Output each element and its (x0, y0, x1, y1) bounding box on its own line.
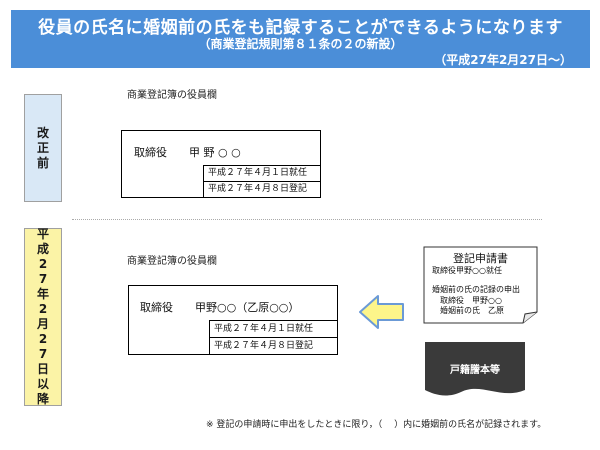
footnote: ※ 登記の申請時に申出をしたときに限り，（ ）内に婚姻前の氏名が記録されます。 (206, 420, 547, 430)
after-register-box: 取締役 甲野○○（乙原○○） 平成２７年４月１日就任 平成２７年４月８日登記 (128, 285, 338, 355)
effective-date: （平成27年2月27日～） (434, 53, 572, 67)
application-line: 婚姻前の氏の記録の申出 (432, 285, 520, 294)
koseki-document-icon (425, 342, 525, 396)
after-entry-registered: 平成２７年４月８日登記 (209, 337, 337, 354)
title-banner: 役員の氏名に婚姻前の氏をも記録することができるようになります （商業登記規則第８… (11, 10, 590, 68)
after-label: 平成27年2月27日以降 (36, 227, 49, 406)
koseki-label: 戸籍謄本等 (450, 365, 500, 376)
application-line: 取締役甲野○○就任 (432, 266, 502, 275)
before-label: 改正前 (36, 125, 49, 170)
application-title: 登記申請書 (453, 252, 508, 265)
after-officer-name: 取締役 甲野○○（乙原○○） (140, 301, 300, 314)
document-icon (423, 246, 538, 324)
application-line: 取締役 甲野○○ (440, 296, 502, 305)
after-caption: 商業登記簿の役員欄 (127, 256, 217, 267)
page-title: 役員の氏名に婚姻前の氏をも記録することができるようになります (38, 18, 563, 38)
page-subtitle: （商業登記規則第８１条の２の新設） (198, 37, 403, 51)
after-entry-appointed: 平成２７年４月１日就任 (209, 320, 337, 337)
application-document: 登記申請書 取締役甲野○○就任 婚姻前の氏の記録の申出 取締役 甲野○○ 婚姻前… (423, 246, 538, 324)
left-arrow-icon (359, 295, 404, 329)
before-label-panel: 改正前 (24, 94, 62, 202)
before-caption: 商業登記簿の役員欄 (127, 90, 217, 101)
application-line: 婚姻前の氏 乙原 (440, 306, 504, 315)
koseki-document: 戸籍謄本等 (421, 338, 529, 402)
after-label-panel: 平成27年2月27日以降 (24, 227, 62, 406)
before-entry-appointed: 平成２７年４月１日就任 (203, 165, 320, 181)
before-entry-registered: 平成２７年４月８日登記 (203, 181, 320, 197)
section-divider (72, 219, 542, 220)
before-register-box: 取締役 甲 野 ○ ○ 平成２７年４月１日就任 平成２７年４月８日登記 (121, 130, 321, 198)
before-officer-name: 取締役 甲 野 ○ ○ (134, 146, 241, 159)
